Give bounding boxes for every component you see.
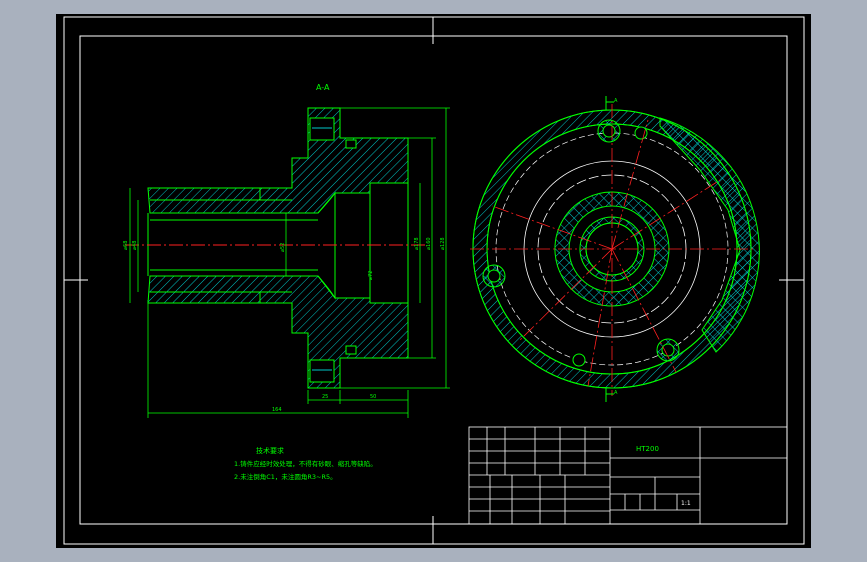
- dim-overall: 164: [272, 407, 282, 413]
- scale-mark: 1:1: [681, 500, 691, 507]
- section-mark-top: A: [614, 98, 618, 104]
- note-line-1: 1.铸件应经时效处理，不得有砂眼、缩孔等缺陷。: [234, 459, 377, 468]
- section-dimension-lines: [129, 107, 450, 418]
- section-mark-bottom: A: [614, 390, 618, 396]
- dim-step1: 25: [322, 394, 328, 400]
- material-label: HT200: [636, 445, 659, 453]
- dim-right-1: ⌀178: [414, 237, 420, 250]
- dim-step2: 50: [370, 394, 376, 400]
- pocket-hatch: [312, 127, 332, 371]
- centering-marks: [64, 17, 804, 544]
- bore-outline: [147, 183, 409, 303]
- note-line-2: 2.未注倒角C1，未注圆角R3~R5。: [234, 472, 337, 481]
- plan-centerlines: [470, 104, 756, 396]
- title-block: [468, 426, 788, 525]
- flange-cut: [659, 117, 760, 353]
- dim-right-2: ⌀160: [426, 237, 432, 250]
- dim-bore: ⌀72: [368, 271, 374, 280]
- section-cut-marks: [605, 96, 614, 402]
- section-label: A-A: [316, 83, 330, 92]
- plan-view: A A: [470, 96, 760, 402]
- dim-left-1: ⌀68: [123, 241, 129, 250]
- section-pockets: [309, 117, 357, 383]
- hub-ring: [554, 191, 670, 307]
- dim-center: ⌀52: [280, 243, 286, 252]
- dim-right-3: ⌀128: [440, 237, 446, 250]
- dim-left-2: ⌀48: [132, 241, 138, 250]
- section-view: A-A: [123, 83, 450, 418]
- notes-title: 技术要求: [256, 446, 284, 455]
- technical-notes: 技术要求 1.铸件应经时效处理，不得有砂眼、缩孔等缺陷。 2.未注倒角C1，未注…: [234, 446, 377, 481]
